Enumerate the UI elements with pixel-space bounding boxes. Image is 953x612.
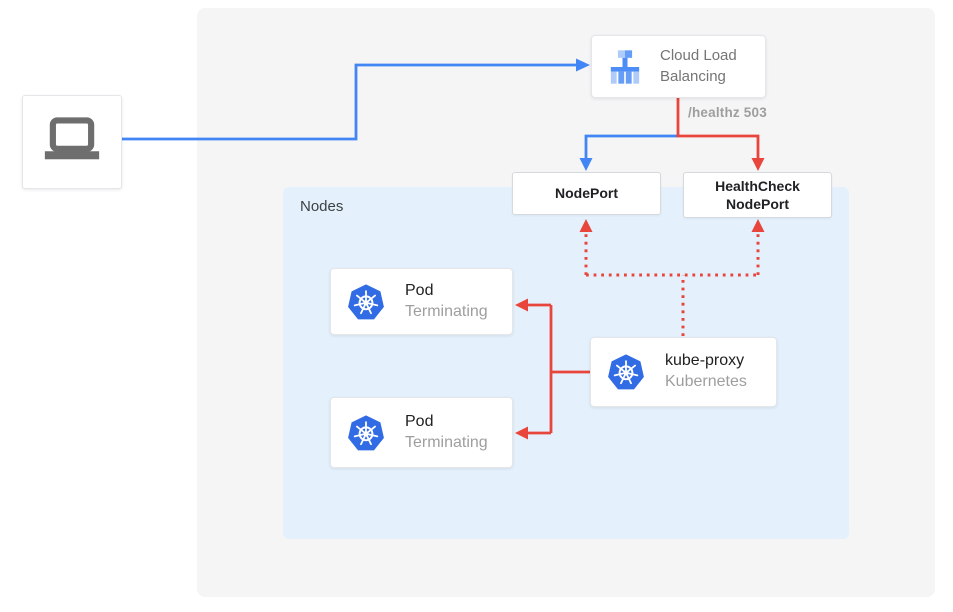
kube-proxy-subtitle: Kubernetes	[665, 373, 747, 390]
kubernetes-icon	[608, 354, 644, 390]
healthcheck-nodeport-label: HealthCheck NodePort	[715, 177, 800, 212]
nodeport-node: NodePort	[512, 172, 661, 215]
kubernetes-icon	[348, 283, 384, 319]
nodeport-label: NodePort	[555, 185, 618, 202]
healthcheck-nodeport-node: HealthCheck NodePort	[683, 172, 832, 218]
pod-text: Pod Terminating	[405, 281, 488, 323]
pod-status: Terminating	[405, 433, 488, 451]
client-laptop-node	[22, 95, 122, 189]
pod-title: Pod	[405, 281, 434, 299]
pod-terminating-node-2: Pod Terminating	[330, 397, 513, 468]
cloud-load-balancing-label: Cloud Load Balancing	[660, 47, 737, 85]
kubernetes-icon	[348, 414, 384, 450]
cloud-load-balancing-node: Cloud Load Balancing	[591, 35, 766, 98]
nodes-panel-label: Nodes	[300, 198, 344, 215]
pod-terminating-node-1: Pod Terminating	[330, 268, 513, 335]
cloud-load-balancing-icon	[610, 49, 640, 84]
pod-title: Pod	[405, 412, 434, 430]
kubeproxy-to-pods-arrows	[515, 298, 590, 440]
kube-proxy-title: kube-proxy	[665, 352, 745, 370]
laptop-icon	[44, 117, 100, 160]
kube-proxy-node: kube-proxy Kubernetes	[590, 337, 777, 407]
kubeproxy-to-nodeports-dotted-arrows	[579, 219, 765, 336]
pod-text: Pod Terminating	[405, 412, 488, 454]
client-to-lb-arrow	[122, 58, 590, 141]
healthz-status-annotation: /healthz 503	[688, 105, 767, 120]
lb-to-healthcheck-arrow	[676, 98, 765, 171]
lb-to-nodeport-arrow	[579, 134, 678, 171]
kube-proxy-text: kube-proxy Kubernetes	[665, 351, 747, 393]
pod-status: Terminating	[405, 302, 488, 320]
